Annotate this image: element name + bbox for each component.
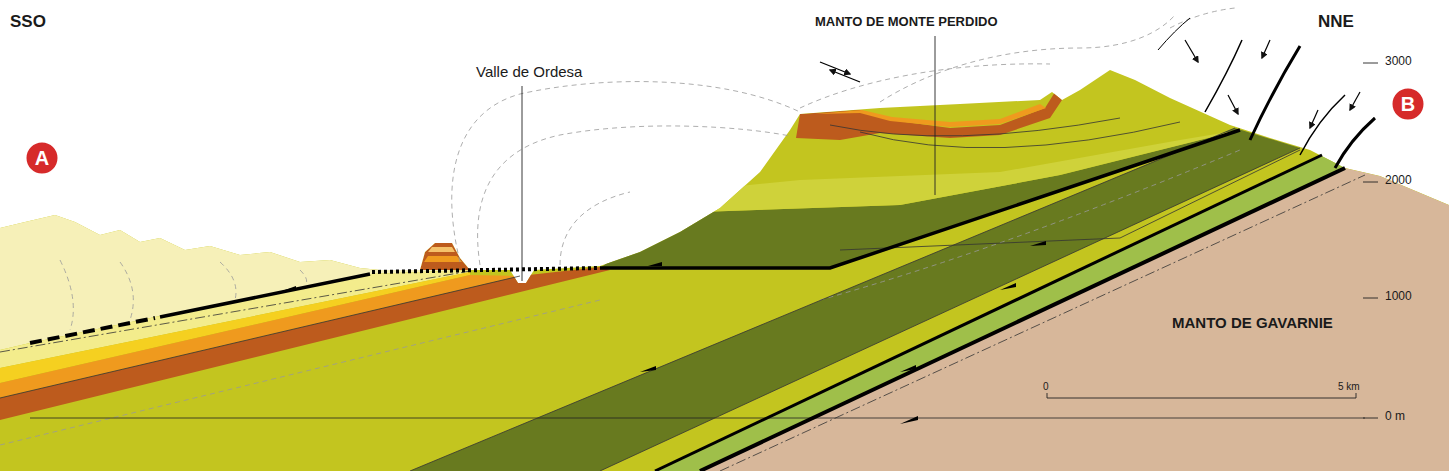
slip-arrow [1310,110,1318,128]
scale-label: 5 km [1338,381,1360,393]
contact-line [410,128,1235,471]
leader-line [935,36,936,195]
eroded-outline [800,64,1050,108]
upper-yellow-green [620,130,1240,215]
eroded-outline [1170,8,1235,28]
slip-arrow [1350,92,1360,110]
klippe [420,243,470,270]
half-arrows [282,241,1046,424]
olive-wedge [600,130,1240,268]
half-arrow [1000,283,1016,290]
scale-label: 0 [1043,381,1049,393]
nappe-label: MANTO DE MONTE PERDIDO [815,15,998,30]
altitude-label: 3000 [1385,55,1412,69]
half-arrow [1030,241,1046,246]
contact-line [600,148,1300,471]
valley-label: Valle de Ordesa [476,63,582,80]
section-endpoint: A [24,140,60,176]
slip-arrow [1185,40,1198,62]
thrust-line [655,155,1322,471]
contacts [0,118,1365,471]
thrust-line [372,268,600,272]
normal-faults [820,18,1375,168]
fault-line [1300,95,1345,155]
endpoint-letter: A [24,140,60,176]
section-endpoint: B [1390,86,1426,122]
orange-stratum [0,275,520,398]
scale-bar [1047,393,1356,398]
contact-line [840,150,1300,250]
thrust-line [160,274,370,317]
klippe-stripe [424,256,462,262]
endpoint-letter: B [1390,86,1426,122]
eroded-outline [452,82,800,262]
half-arrow [648,262,662,266]
eroded-outlines [0,8,1240,445]
contact-line [0,276,520,398]
gavarnie-thrust [700,168,1345,471]
altitude-label: 0 m [1385,410,1405,424]
fault-line [1205,40,1242,112]
brown-stratum [0,267,610,420]
contact-line [830,118,1120,136]
nappe-label: MANTO DE GAVARNIE [1172,314,1333,331]
thrust-line [600,130,1240,268]
fault-line [1158,18,1190,50]
eroded-outline [560,192,630,265]
leader-line [522,86,523,281]
klippe-stripe [428,247,455,252]
cliff-orange-cap [815,104,1046,127]
slip-arrow [830,70,860,82]
thrust-line [30,318,155,343]
fault-line [1335,118,1375,168]
altitude-label: 1000 [1385,290,1412,304]
contact-line [720,175,1365,471]
half-arrow [282,286,296,291]
contact-line [860,122,1180,148]
cliff-brown-cap [796,92,1062,140]
half-arrow [900,416,918,424]
half-arrow [640,366,656,372]
direction-label: SSO [10,12,46,32]
sea-level-line [30,418,1365,419]
direction-label: NNE [1318,12,1354,32]
contact-line [0,271,470,352]
eroded-outline [478,126,790,265]
fault-line [1250,46,1300,140]
altitude-label: 2000 [1385,174,1412,188]
thrusts [30,130,1345,471]
slip-arrow [1262,40,1270,58]
slip-arrow [1228,95,1238,114]
half-arrow [900,365,916,372]
annotations [522,36,1378,418]
axis-ticks [1363,63,1378,418]
